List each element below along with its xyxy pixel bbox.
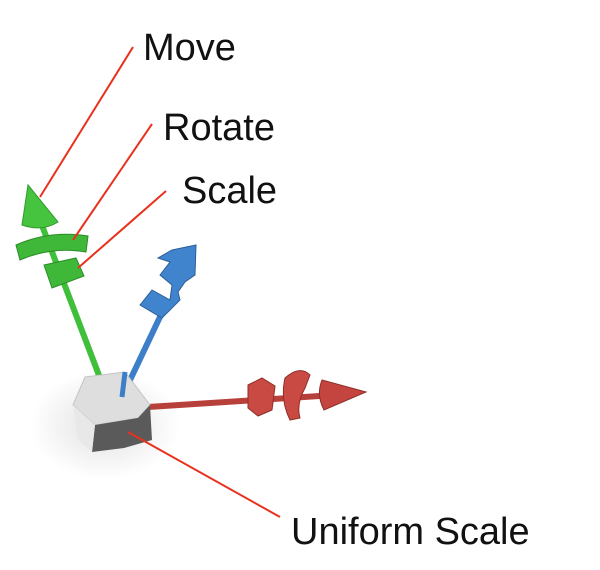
scale-label: Scale: [182, 170, 277, 212]
scale-leader-line: [77, 190, 167, 269]
x-axis-handle[interactable]: [147, 370, 368, 421]
y-axis-handle[interactable]: [15, 183, 103, 380]
uniform-scale-leader-line: [127, 431, 281, 518]
x-axis-shaft: [147, 392, 336, 410]
x-scale-block[interactable]: [247, 377, 276, 417]
z-axis-handle[interactable]: [119, 244, 197, 399]
cube-bottom-face: [92, 405, 152, 452]
x-move-cone[interactable]: [318, 379, 368, 411]
rotate-label: Rotate: [163, 107, 275, 149]
z-move-rotate-scale-handles[interactable]: [139, 244, 197, 319]
uniform-scale-label: Uniform Scale: [291, 511, 530, 553]
rotate-leader-line: [72, 123, 153, 241]
z-axis-base: [119, 371, 128, 398]
y-move-cone[interactable]: [21, 183, 59, 229]
move-label: Move: [143, 27, 236, 69]
move-leader-line: [39, 46, 134, 198]
y-scale-block[interactable]: [43, 257, 85, 289]
uniform-scale-cube[interactable]: [72, 371, 152, 452]
cube-side-face: [73, 405, 95, 452]
y-rotate-ring[interactable]: [15, 233, 89, 261]
x-rotate-ring[interactable]: [282, 370, 311, 421]
